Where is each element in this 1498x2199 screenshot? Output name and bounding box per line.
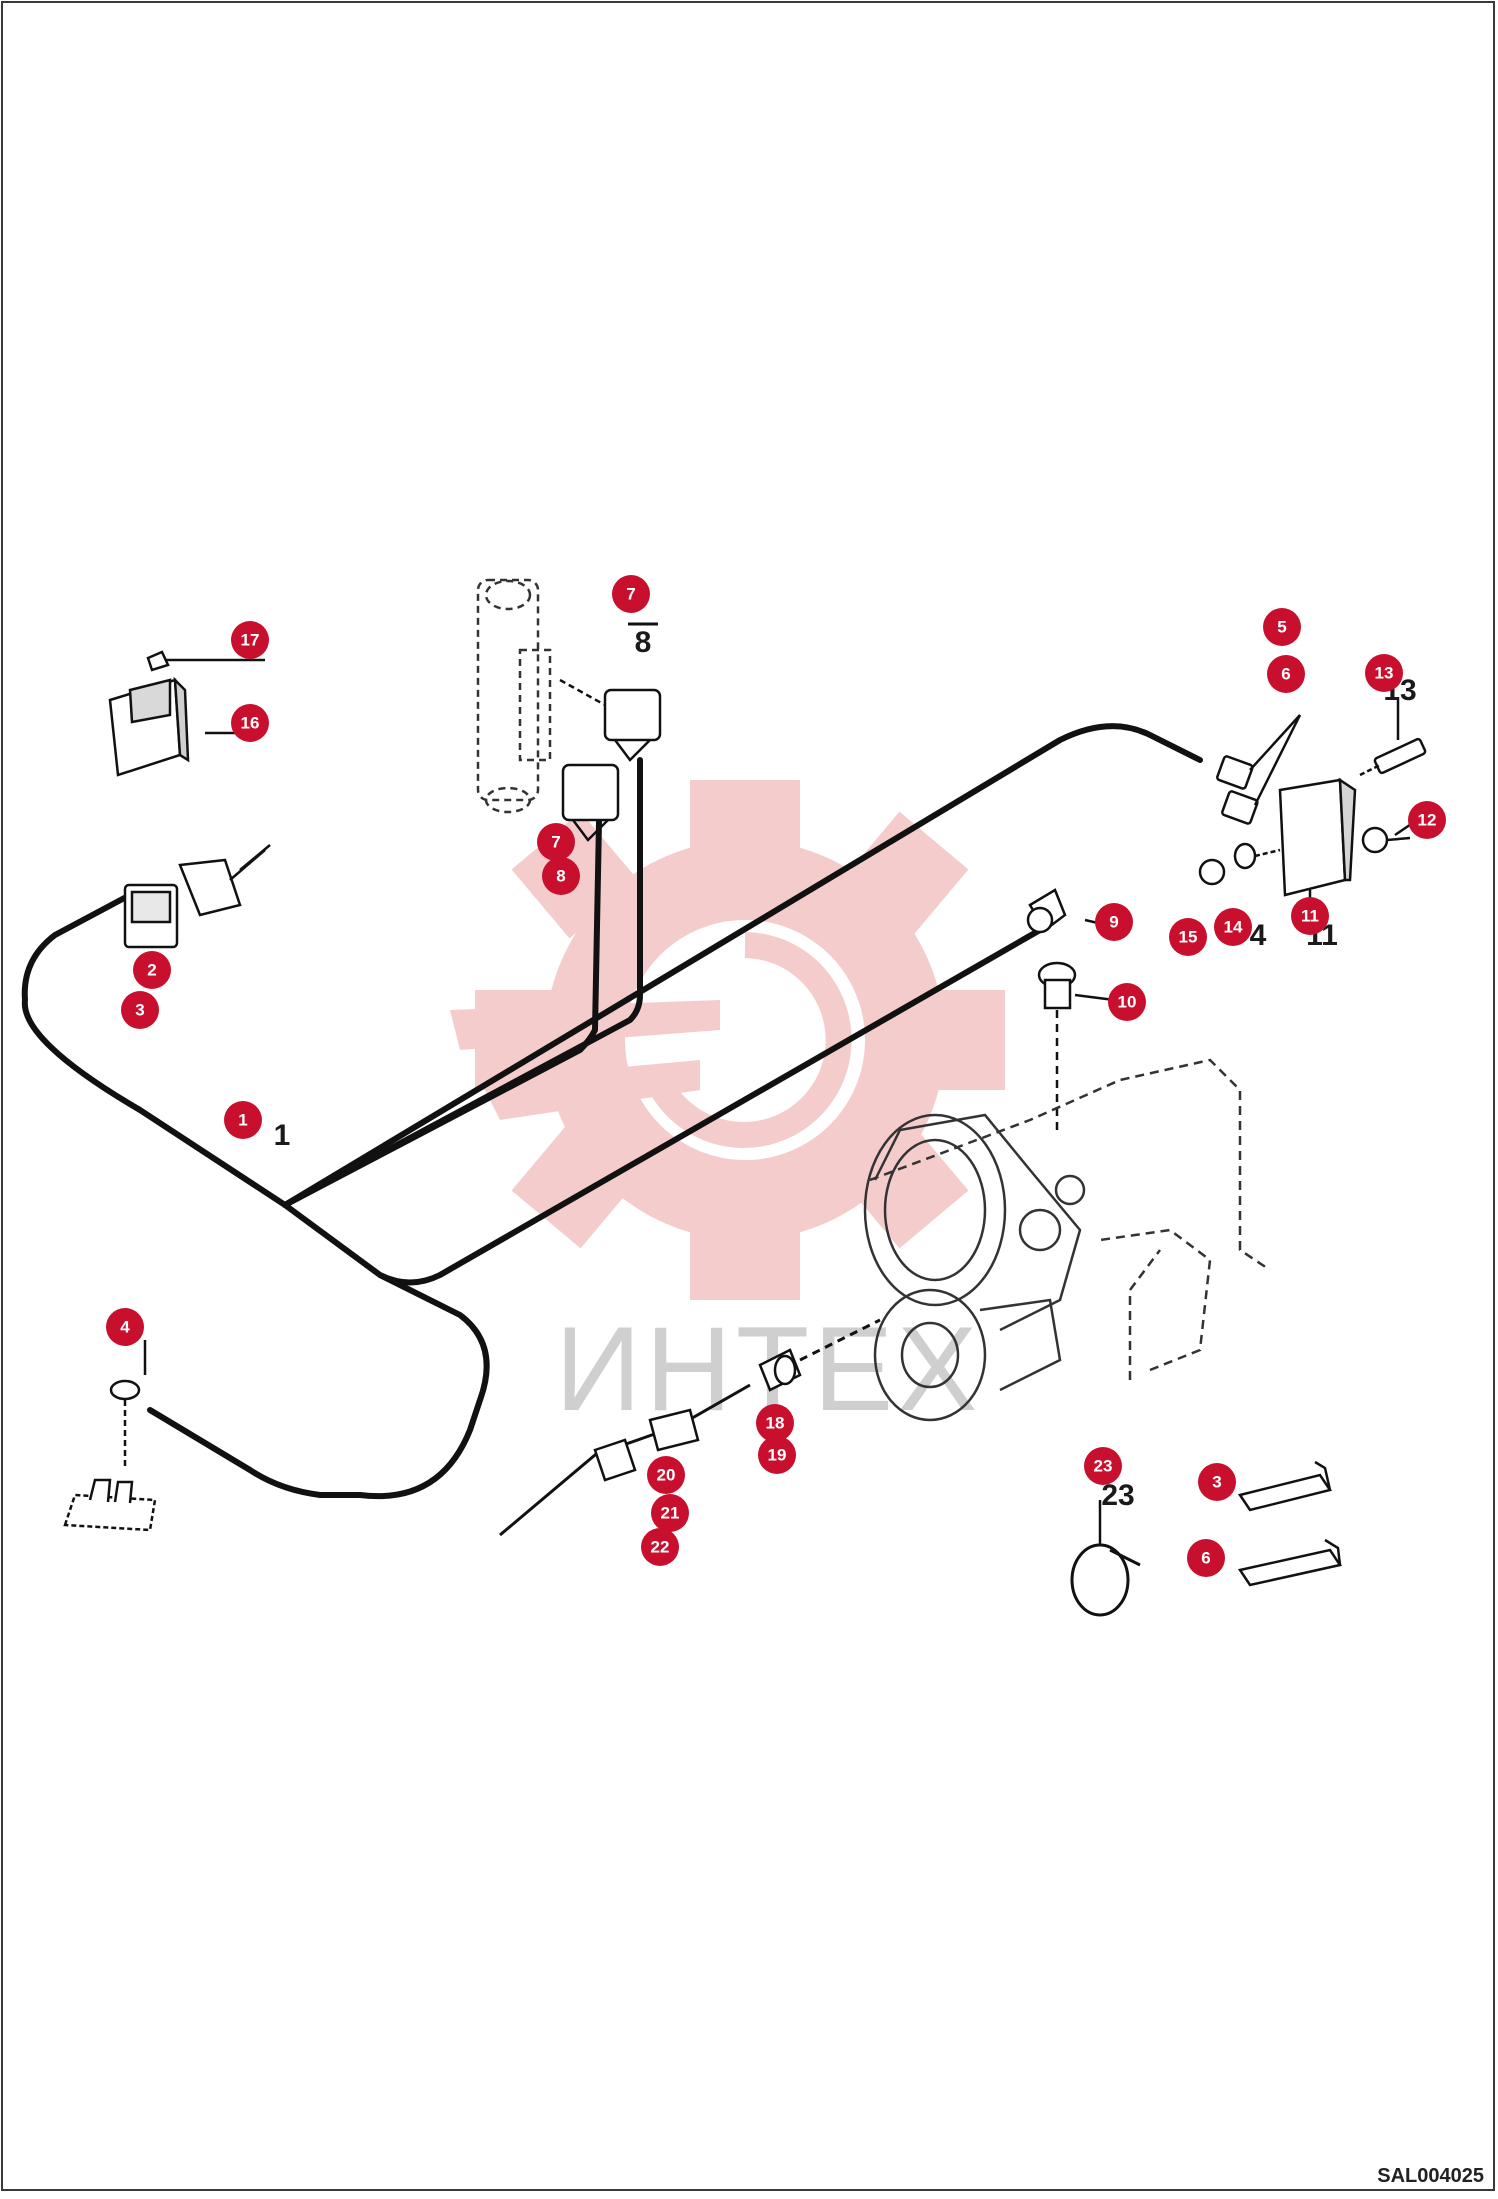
callout-3a[interactable]: 3 [121, 991, 159, 1029]
callout-20[interactable]: 20 [647, 1456, 685, 1494]
svg-text:23: 23 [1094, 1457, 1113, 1476]
callout-23[interactable]: 23 [1084, 1447, 1122, 1485]
callout-2[interactable]: 2 [133, 951, 171, 989]
svg-text:16: 16 [241, 714, 260, 733]
svg-text:7: 7 [626, 585, 635, 604]
transmission-housing [863, 1058, 1271, 1422]
svg-text:3: 3 [135, 1001, 144, 1020]
small-sensor-17[interactable] [146, 650, 230, 672]
callout-21[interactable]: 21 [651, 1494, 689, 1532]
svg-text:15: 15 [1179, 928, 1198, 947]
svg-text:18: 18 [766, 1414, 785, 1433]
svg-text:14: 14 [1224, 918, 1243, 937]
callout-11[interactable]: 11 [1291, 897, 1329, 935]
svg-text:20: 20 [657, 1466, 676, 1485]
callout-5[interactable]: 5 [1263, 608, 1301, 646]
svg-text:3: 3 [1212, 1473, 1221, 1492]
callout-7b[interactable]: 7 [537, 823, 575, 861]
callout-6a[interactable]: 6 [1267, 655, 1305, 693]
bolt-13[interactable] [1359, 737, 1427, 777]
svg-text:6: 6 [1281, 665, 1290, 684]
sensor-10[interactable] [1037, 961, 1077, 1130]
callout-8[interactable]: 8 [542, 857, 580, 895]
speed-sensor-cable[interactable] [499, 1318, 881, 1537]
callout-3b[interactable]: 3 [1198, 1463, 1236, 1501]
clip-6[interactable] [1237, 1538, 1343, 1587]
svg-text:9: 9 [1109, 913, 1118, 932]
svg-text:11: 11 [1301, 907, 1319, 926]
callout-16[interactable]: 16 [231, 704, 269, 742]
plug-connectors-5-6[interactable] [1216, 714, 1302, 825]
part-number-1: 1 [274, 1119, 291, 1152]
callout-17[interactable]: 17 [231, 621, 269, 659]
callout-10[interactable]: 10 [1108, 983, 1146, 1021]
svg-text:2: 2 [147, 961, 156, 980]
svg-text:12: 12 [1418, 811, 1437, 830]
svg-text:17: 17 [241, 631, 260, 650]
svg-text:10: 10 [1118, 993, 1137, 1012]
rocker-switch[interactable] [108, 676, 190, 777]
svg-text:19: 19 [768, 1446, 787, 1465]
svg-text:5: 5 [1277, 618, 1286, 637]
sensor-12[interactable] [1361, 826, 1411, 854]
callout-14[interactable]: 14 [1214, 908, 1252, 946]
callout-19[interactable]: 19 [758, 1436, 796, 1474]
callout-6b[interactable]: 6 [1187, 1539, 1225, 1577]
svg-text:6: 6 [1201, 1549, 1210, 1568]
callout-7a[interactable]: 7 [612, 575, 650, 613]
part-number-8: 8 [635, 626, 652, 659]
nut-15[interactable] [1198, 858, 1226, 886]
main-wiring-harness[interactable] [21, 723, 1203, 1500]
sensor-connector-18-19[interactable] [758, 1348, 802, 1392]
cable-tie[interactable] [1070, 1543, 1141, 1617]
solenoid-connector-7[interactable] [561, 763, 620, 842]
callout-1[interactable]: 1 [224, 1101, 262, 1139]
callout-13[interactable]: 13 [1365, 654, 1403, 692]
part-number-14: 4 [1250, 919, 1267, 952]
sensor-connector-20-22[interactable] [593, 1408, 700, 1482]
svg-text:7: 7 [551, 833, 560, 852]
fuse-relay-block[interactable] [1278, 777, 1357, 897]
connector-9[interactable] [1026, 888, 1067, 934]
solenoid-connector-8[interactable] [559, 678, 662, 762]
callout-9[interactable]: 9 [1095, 903, 1133, 941]
svg-text:22: 22 [651, 1538, 670, 1557]
washer-14[interactable] [1233, 842, 1281, 870]
callout-15[interactable]: 15 [1169, 918, 1207, 956]
svg-text:21: 21 [661, 1504, 680, 1523]
callout-12[interactable]: 12 [1408, 801, 1446, 839]
callouts: 1 2 3 3 4 5 6 6 7 7 8 9 10 11 12 13 14 1… [106, 575, 1446, 1577]
left-switch-assembly[interactable] [123, 844, 271, 949]
clip-3[interactable] [1237, 1460, 1333, 1512]
callout-4[interactable]: 4 [106, 1308, 144, 1346]
ground-bracket[interactable] [63, 1379, 157, 1532]
callout-22[interactable]: 22 [641, 1528, 679, 1566]
svg-text:8: 8 [556, 867, 565, 886]
svg-text:4: 4 [120, 1318, 130, 1337]
solenoid-valve-dashed [476, 578, 552, 814]
drawing-code-label: SAL004025 [1377, 2165, 1484, 2187]
svg-text:1: 1 [238, 1111, 247, 1130]
svg-text:13: 13 [1375, 664, 1394, 683]
callout-18[interactable]: 18 [756, 1404, 794, 1442]
